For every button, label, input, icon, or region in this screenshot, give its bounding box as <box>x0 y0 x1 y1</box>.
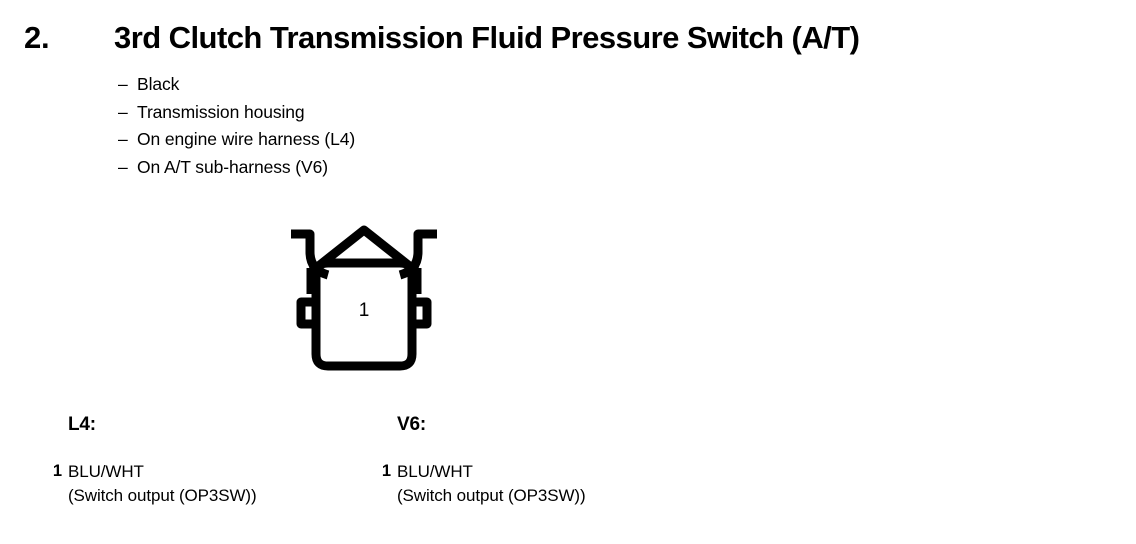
specification-list: –Black –Transmission housing –On engine … <box>118 71 718 181</box>
connector-outline-icon: 1 <box>291 225 437 371</box>
dash-icon: – <box>118 101 128 122</box>
page-title: 3rd Clutch Transmission Fluid Pressure S… <box>114 20 860 55</box>
connector-right-latch-icon <box>398 229 437 280</box>
pin-description: (Switch output (OP3SW)) <box>68 486 257 505</box>
connector-left-tab-icon <box>296 297 316 329</box>
pin-wire-color: BLU/WHT <box>397 462 473 481</box>
list-item-label: Black <box>137 74 180 94</box>
pin-description: (Switch output (OP3SW)) <box>397 486 586 505</box>
dash-icon: – <box>118 156 128 177</box>
list-item-label: Transmission housing <box>137 101 305 122</box>
list-item: –Black <box>118 71 718 99</box>
page-header: 2. 3rd Clutch Transmission Fluid Pressur… <box>0 18 1136 64</box>
list-item: –On engine wire harness (L4) <box>118 126 718 154</box>
connector-peak-icon <box>308 225 420 276</box>
list-item-label: On A/T sub-harness (V6) <box>137 156 328 177</box>
dash-icon: – <box>118 129 128 149</box>
list-item-label: On engine wire harness (L4) <box>137 129 356 149</box>
pin-table-l4: L4: 1 BLU/WHT (Switch output (OP3SW)) <box>53 412 257 510</box>
list-item: –Transmission housing <box>118 99 718 127</box>
connector-right-tab-icon <box>412 297 432 329</box>
pin-table-l4-title: L4: <box>68 414 96 435</box>
pin-table-v6-rows: 1 BLU/WHT (Switch output (OP3SW)) <box>382 460 586 508</box>
connector-left-latch-icon <box>291 229 330 280</box>
connector-pin-1-label: 1 <box>359 300 370 321</box>
table-row: 1 BLU/WHT (Switch output (OP3SW)) <box>53 460 257 508</box>
pin-table-v6: V6: 1 BLU/WHT (Switch output (OP3SW)) <box>382 412 586 510</box>
pin-number: 1 <box>52 462 62 480</box>
pin-table-l4-rows: 1 BLU/WHT (Switch output (OP3SW)) <box>53 460 257 508</box>
table-row: 1 BLU/WHT (Switch output (OP3SW)) <box>382 460 586 508</box>
pin-number: 1 <box>381 462 391 480</box>
list-item: –On A/T sub-harness (V6) <box>118 154 718 182</box>
section-number: 2. <box>24 20 50 55</box>
pin-wire-color: BLU/WHT <box>68 462 144 481</box>
connector-diagram: 1 <box>278 222 450 380</box>
connector-body-icon <box>311 258 417 371</box>
dash-icon: – <box>118 74 128 94</box>
pin-table-v6-title: V6: <box>397 414 426 435</box>
